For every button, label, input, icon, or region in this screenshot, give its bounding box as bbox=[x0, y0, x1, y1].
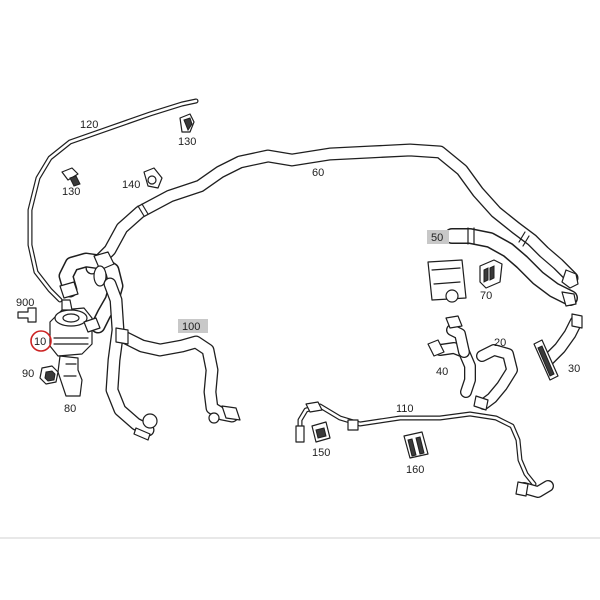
label-120: 120 bbox=[80, 119, 98, 131]
label-50-highlight bbox=[427, 230, 449, 244]
label-100: 100 bbox=[182, 321, 200, 333]
hose-down-left bbox=[103, 277, 158, 441]
label-110: 110 bbox=[396, 403, 414, 415]
hose-120 bbox=[27, 98, 199, 303]
hose-junction-left bbox=[58, 251, 124, 334]
label-20: 20 bbox=[494, 337, 506, 349]
module-near-50 bbox=[427, 259, 467, 303]
label-100-highlight bbox=[178, 319, 208, 333]
clip-130-left bbox=[61, 167, 81, 187]
label-60: 60 bbox=[312, 167, 324, 179]
clip-160 bbox=[403, 431, 429, 459]
label-50: 50 bbox=[431, 232, 443, 244]
label-90: 90 bbox=[22, 368, 34, 380]
label-130-left: 130 bbox=[62, 186, 80, 198]
sensor-70 bbox=[479, 259, 503, 289]
clip-140 bbox=[143, 167, 163, 189]
clip-150 bbox=[311, 421, 331, 443]
electric-water-pump bbox=[49, 299, 101, 357]
label-160: 160 bbox=[406, 464, 424, 476]
bracket-80 bbox=[57, 355, 83, 397]
clip-130-top bbox=[179, 113, 195, 133]
hose-110 bbox=[295, 401, 554, 498]
hose-50 bbox=[444, 227, 578, 307]
label-130-top: 130 bbox=[178, 136, 196, 148]
hose-40 bbox=[427, 315, 476, 398]
label-150: 150 bbox=[312, 447, 330, 459]
connector-900 bbox=[17, 307, 37, 323]
label-80: 80 bbox=[64, 403, 76, 415]
hose-60 bbox=[85, 143, 579, 289]
label-140: 140 bbox=[122, 179, 140, 191]
hose-100 bbox=[115, 327, 241, 424]
label-30: 30 bbox=[568, 363, 580, 375]
hose-30 bbox=[533, 313, 583, 381]
label-10-highlight bbox=[30, 330, 52, 352]
label-70: 70 bbox=[480, 290, 492, 302]
label-10: 10 bbox=[34, 336, 46, 348]
hose-20 bbox=[473, 344, 518, 411]
label-900: 900 bbox=[16, 297, 34, 309]
label-40: 40 bbox=[436, 366, 448, 378]
grommet-90 bbox=[39, 365, 59, 385]
